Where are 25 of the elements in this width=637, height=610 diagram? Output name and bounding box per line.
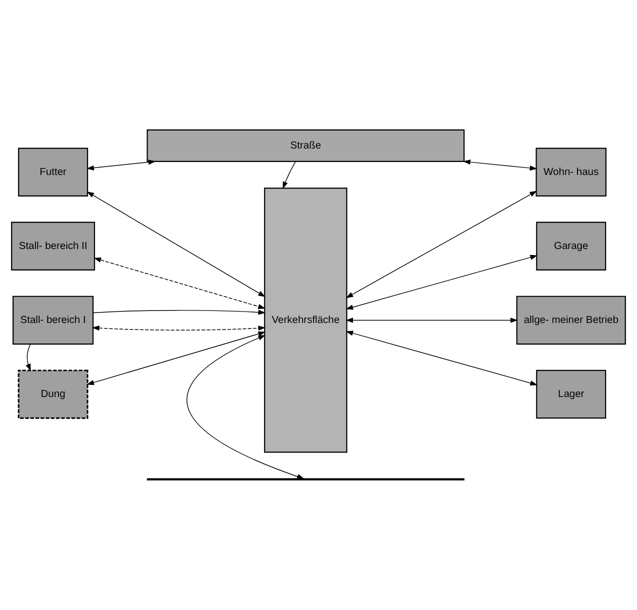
arrow (86, 192, 266, 297)
node-box: Stall- bereich I (12, 296, 94, 345)
node-box: Lager (536, 370, 606, 419)
node-box: Wohn- haus (536, 148, 606, 196)
arrow (346, 330, 538, 386)
arrow (346, 190, 538, 298)
arrow (86, 160, 156, 170)
node-box: Dung (18, 370, 88, 419)
arrow (86, 331, 266, 385)
node-box: Stall- bereich II (11, 222, 96, 271)
arrow (282, 161, 296, 189)
node-box: allge- meiner Betrieb (516, 296, 626, 345)
arrow (346, 318, 518, 323)
arrow (186, 335, 304, 479)
arrow (26, 344, 31, 372)
node-box: Garage (536, 222, 606, 271)
arrow (92, 310, 266, 315)
node-box: Straße (146, 129, 465, 162)
arrow (463, 160, 538, 171)
node-box: Verkehrsfläche (264, 188, 348, 453)
arrow (92, 325, 266, 331)
arrow (346, 254, 538, 310)
node-bar (146, 478, 464, 480)
arrow (94, 258, 266, 309)
node-box: Futter (18, 148, 88, 196)
